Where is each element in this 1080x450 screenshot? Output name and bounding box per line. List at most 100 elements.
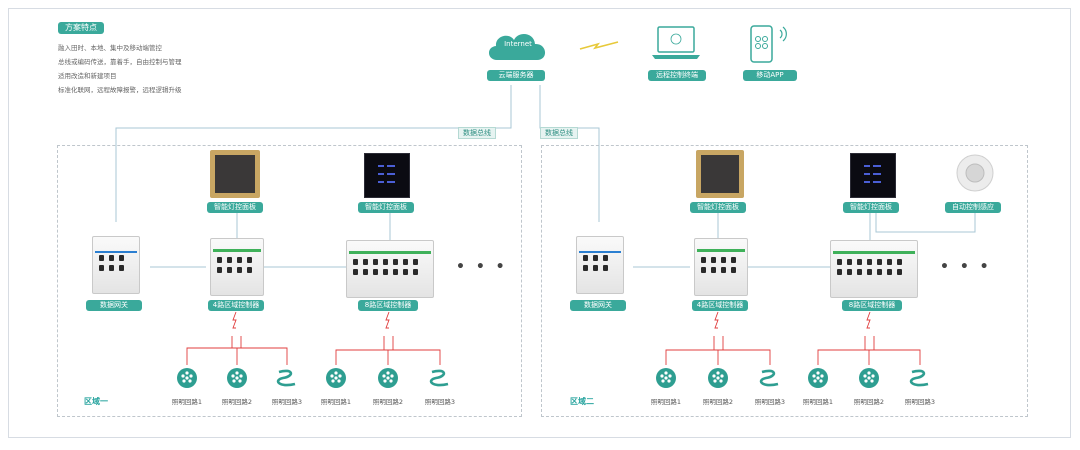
module-button [897,269,902,275]
module-button [867,259,872,265]
module-button [413,269,418,275]
zone1-name: 区域一 [84,397,108,406]
lighting-circuit-label: 照明回路3 [904,398,936,406]
downlight-icon [326,368,346,388]
led-strip-icon [909,369,929,387]
lighting-circuit-label: 照明回路3 [424,398,456,406]
module-button [227,267,232,273]
zone2-more-ellipsis: • • • [940,259,992,275]
feature-item-3: 适用改造和新建项目 [58,72,117,80]
module-button [721,257,726,263]
module-button [217,267,222,273]
bus-line-zone1 [115,85,512,222]
zone1-black-panel-label: 智能灯控面板 [358,202,414,213]
zone2-black-panel-label: 智能灯控面板 [843,202,899,213]
downlight-icon [378,368,398,388]
data-bus-label-1: 数据总线 [458,127,496,139]
module-button [603,265,608,271]
led-strip-icon [429,369,449,387]
lighting-circuit-label: 照明回路2 [221,398,253,406]
module-button [109,255,114,261]
module-button [247,257,252,263]
motion-sensor-icon [956,154,994,192]
module-button [403,269,408,275]
controller-4ch [694,238,748,296]
data-gateway [576,236,624,294]
zone2-gateway-label: 数据网关 [570,300,626,311]
controller-4ch [210,238,264,296]
downlight-icon [708,368,728,388]
module-button [119,265,124,271]
module-button [353,259,358,265]
module-button [837,269,842,275]
zone1-ctrl8-label: 8路区域控制器 [358,300,418,311]
lighting-circuit-label: 照明回路1 [802,398,834,406]
lighting-circuit-label: 照明回路2 [853,398,885,406]
module-button [887,269,892,275]
smart-panel-gold [210,150,260,198]
data-gateway [92,236,140,294]
lighting-circuit-label: 照明回路1 [650,398,682,406]
led-strip-icon [276,369,296,387]
smart-panel-black [850,153,896,198]
module-button [867,269,872,275]
module-button [373,269,378,275]
zone2-name: 区域二 [570,397,594,406]
cloud-text: Internet [504,40,532,48]
lighting-circuit-label: 照明回路1 [171,398,203,406]
diagram-frame [8,8,1071,438]
module-button [701,267,706,273]
features-title: 方案特点 [58,22,104,34]
downlight-icon [177,368,197,388]
module-button [119,255,124,261]
module-button [701,257,706,263]
controller-8ch [830,240,918,298]
zone-1-boundary [57,145,522,417]
module-button [583,255,588,261]
module-button [721,267,726,273]
data-bus-label-2: 数据总线 [540,127,578,139]
lighting-circuit-label: 照明回路2 [702,398,734,406]
module-button [363,259,368,265]
downlight-icon [656,368,676,388]
module-button [413,259,418,265]
zone2-gold-panel-label: 智能灯控面板 [690,202,746,213]
module-button [731,257,736,263]
module-button [237,267,242,273]
module-button [877,259,882,265]
module-button [373,259,378,265]
module-button [887,259,892,265]
module-button [731,267,736,273]
module-button [583,265,588,271]
downlight-icon [808,368,828,388]
downlight-icon [227,368,247,388]
module-button [393,259,398,265]
module-button [109,265,114,271]
module-button [403,259,408,265]
feature-item-4: 标准化联网，远程故障报警，远程逻辑升级 [58,86,182,94]
module-button [237,257,242,263]
module-button [897,259,902,265]
lighting-circuit-label: 照明回路1 [320,398,352,406]
zone2-ctrl8-label: 8路区域控制器 [842,300,902,311]
module-button [847,269,852,275]
downlight-icon [859,368,879,388]
module-button [383,269,388,275]
module-button [593,265,598,271]
module-button [603,255,608,261]
module-button [363,269,368,275]
wireless-bolt [579,41,619,50]
module-button [353,269,358,275]
module-button [247,267,252,273]
zone2-sensor-label: 自动控制感应 [945,202,1001,213]
mobile-phone-icon [750,25,787,63]
smart-panel-black [364,153,410,198]
feature-item-2: 总线或编码传送，靠着手，自由控制与管理 [58,58,182,66]
smart-panel-gold [696,150,744,198]
lighting-circuit-label: 照明回路3 [271,398,303,406]
zone1-ctrl4-label: 4路区域控制器 [208,300,264,311]
zone1-gateway-label: 数据网关 [86,300,142,311]
laptop-icon [652,26,700,59]
module-button [877,269,882,275]
